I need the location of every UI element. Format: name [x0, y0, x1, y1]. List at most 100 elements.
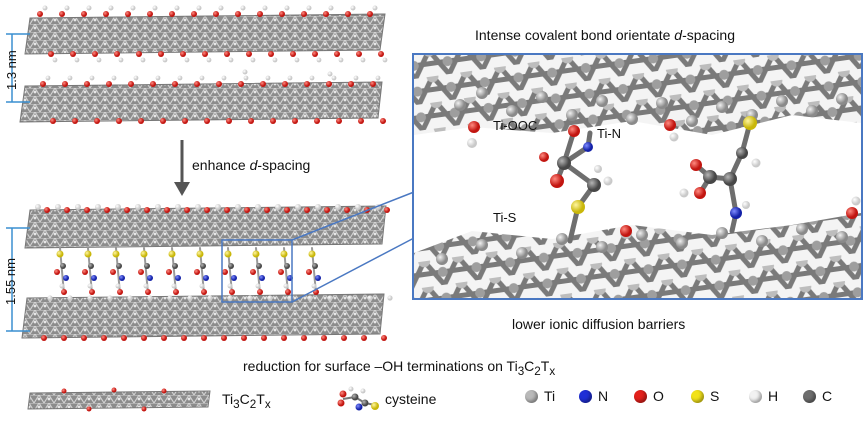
atom	[61, 335, 67, 341]
legend-mxene-label: Ti3C2Tx	[222, 391, 271, 411]
atom	[250, 269, 256, 275]
atom	[355, 204, 361, 210]
atom	[177, 75, 183, 81]
atom	[152, 5, 158, 11]
legend-atom-n: N	[579, 388, 608, 404]
atom	[596, 241, 608, 253]
atom	[174, 5, 180, 11]
atom	[316, 57, 322, 63]
atom	[686, 115, 698, 127]
atom	[144, 207, 150, 213]
atom	[187, 295, 193, 301]
atom	[238, 81, 244, 87]
atom	[175, 204, 181, 210]
atom	[594, 165, 602, 173]
atom	[74, 57, 80, 63]
atom	[227, 295, 233, 301]
atom	[111, 75, 117, 81]
atom	[228, 57, 234, 63]
atom	[730, 207, 742, 219]
atom	[92, 51, 98, 57]
atom	[224, 207, 230, 213]
atom	[656, 97, 668, 109]
legend-atom-label: H	[768, 388, 779, 404]
atom	[155, 204, 161, 210]
atom	[172, 81, 178, 87]
legend-atom-ti: Ti	[525, 388, 555, 404]
atom	[167, 295, 173, 301]
atom	[224, 51, 230, 57]
atom	[278, 269, 284, 275]
atom	[255, 283, 261, 289]
atom	[194, 269, 200, 275]
atom	[436, 253, 448, 265]
top-mxene-structure	[6, 5, 388, 124]
bond-label-ti-n: Ti-N	[597, 126, 622, 141]
atom	[164, 207, 170, 213]
atom	[115, 204, 121, 210]
atom	[378, 51, 384, 57]
atom	[664, 119, 676, 131]
atom	[82, 269, 88, 275]
atom	[64, 207, 70, 213]
atom	[723, 172, 737, 186]
atom	[87, 295, 93, 301]
atom	[324, 207, 330, 213]
atom	[312, 263, 318, 269]
atom	[272, 57, 278, 63]
atom	[194, 81, 200, 87]
atom	[136, 51, 142, 57]
atom	[88, 263, 94, 269]
atom	[344, 207, 350, 213]
atom	[382, 57, 388, 63]
atom	[175, 275, 181, 281]
atom	[138, 269, 144, 275]
atom	[304, 207, 310, 213]
atom	[160, 118, 166, 124]
atom	[384, 207, 390, 213]
detail-title: Intense covalent bond orientate d-spacin…	[475, 27, 735, 43]
atom	[235, 11, 241, 17]
atom	[742, 201, 750, 209]
atom	[620, 225, 632, 237]
atom	[257, 289, 263, 295]
atom	[101, 335, 107, 341]
atom	[201, 289, 207, 295]
atom	[121, 335, 127, 341]
atom	[200, 263, 206, 269]
atom	[282, 81, 288, 87]
atom	[380, 118, 386, 124]
atom	[162, 57, 168, 63]
atom	[796, 223, 808, 235]
detail-frame	[412, 53, 863, 300]
atom	[221, 335, 227, 341]
atom	[350, 5, 356, 11]
atom	[47, 295, 53, 301]
legend-atom-h: H	[749, 388, 778, 404]
atom	[566, 109, 578, 121]
atom	[372, 5, 378, 11]
atom	[155, 75, 161, 81]
atom	[694, 187, 706, 199]
atom	[45, 75, 51, 81]
lower-ionic-barriers-label: lower ionic diffusion barriers	[512, 316, 686, 332]
atom	[284, 5, 290, 11]
atom	[166, 269, 172, 275]
atom	[124, 207, 130, 213]
atom	[550, 174, 564, 188]
atom	[202, 51, 208, 57]
atom	[261, 335, 267, 341]
atom	[118, 57, 124, 63]
atom-dot-icon	[525, 389, 538, 403]
atom	[315, 204, 321, 210]
atom	[345, 11, 351, 17]
atom	[846, 207, 858, 219]
atom	[224, 250, 232, 258]
atom	[756, 235, 768, 247]
atom	[309, 75, 315, 81]
atom	[256, 263, 262, 269]
atom	[260, 81, 266, 87]
atom	[228, 263, 234, 269]
atom	[716, 101, 728, 113]
atom	[191, 11, 197, 17]
